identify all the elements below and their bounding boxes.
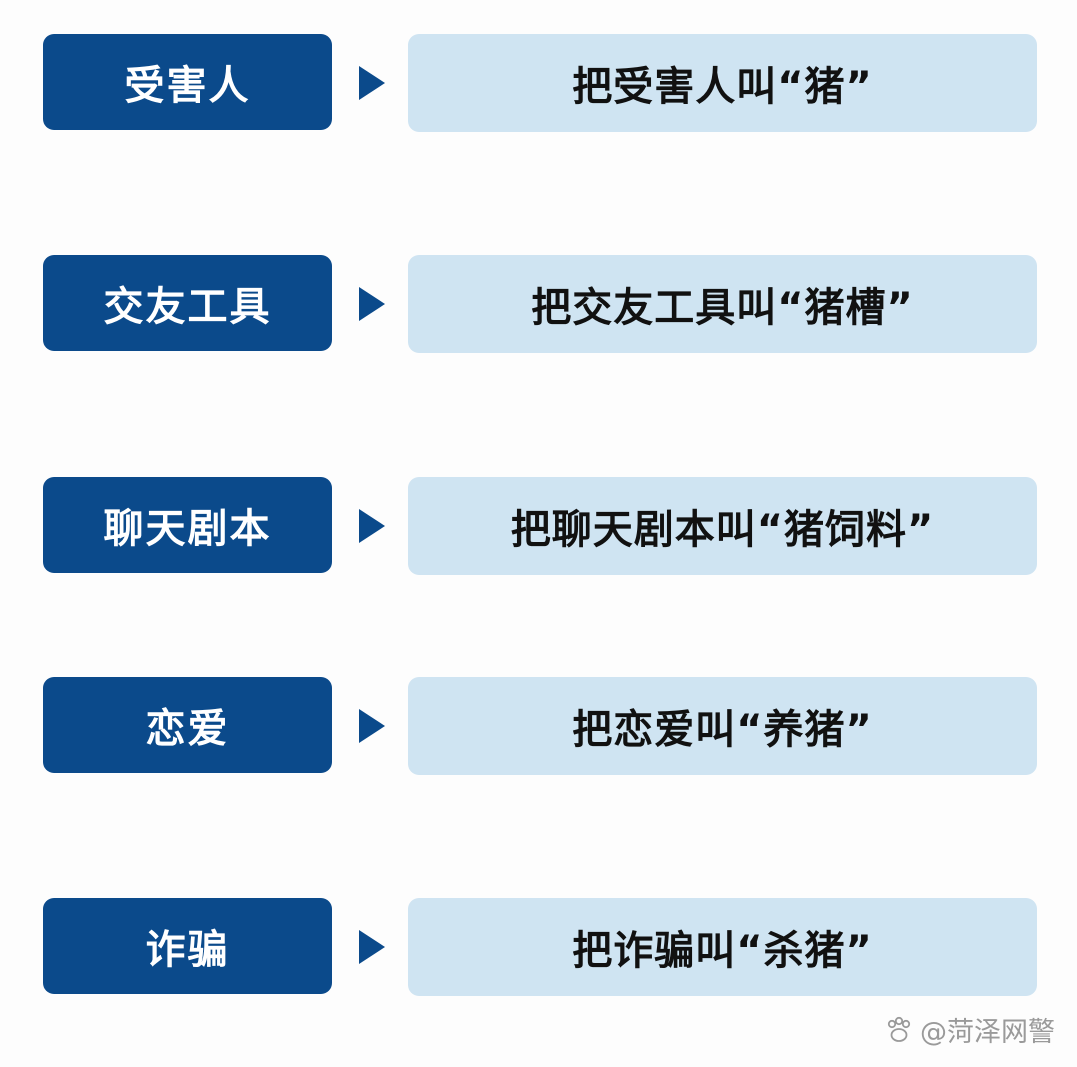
- watermark-text: @菏泽网警: [920, 1017, 1055, 1048]
- term-box: 受害人: [43, 34, 332, 130]
- mapping-row-chat-script: 聊天剧本 把聊天剧本叫“猪饲料”: [0, 477, 1077, 575]
- term-box: 诈骗: [43, 898, 332, 994]
- meaning-box: 把受害人叫“猪”: [408, 34, 1037, 132]
- meaning-box: 把交友工具叫“猪槽”: [408, 255, 1037, 353]
- paw-icon: [887, 1016, 911, 1042]
- term-box: 聊天剧本: [43, 477, 332, 573]
- arrow-right-icon: [359, 709, 385, 743]
- mapping-row-dating-tool: 交友工具 把交友工具叫“猪槽”: [0, 255, 1077, 353]
- mapping-row-romance: 恋爱 把恋爱叫“养猪”: [0, 677, 1077, 775]
- mapping-row-victim: 受害人 把受害人叫“猪”: [0, 34, 1077, 132]
- term-box: 交友工具: [43, 255, 332, 351]
- mapping-row-fraud: 诈骗 把诈骗叫“杀猪”: [0, 898, 1077, 996]
- term-box: 恋爱: [43, 677, 332, 773]
- arrow-right-icon: [359, 509, 385, 543]
- watermark: @菏泽网警: [884, 1010, 1055, 1049]
- meaning-box: 把聊天剧本叫“猪饲料”: [408, 477, 1037, 575]
- arrow-right-icon: [359, 930, 385, 964]
- arrow-right-icon: [359, 287, 385, 321]
- meaning-box: 把诈骗叫“杀猪”: [408, 898, 1037, 996]
- meaning-box: 把恋爱叫“养猪”: [408, 677, 1037, 775]
- arrow-right-icon: [359, 66, 385, 100]
